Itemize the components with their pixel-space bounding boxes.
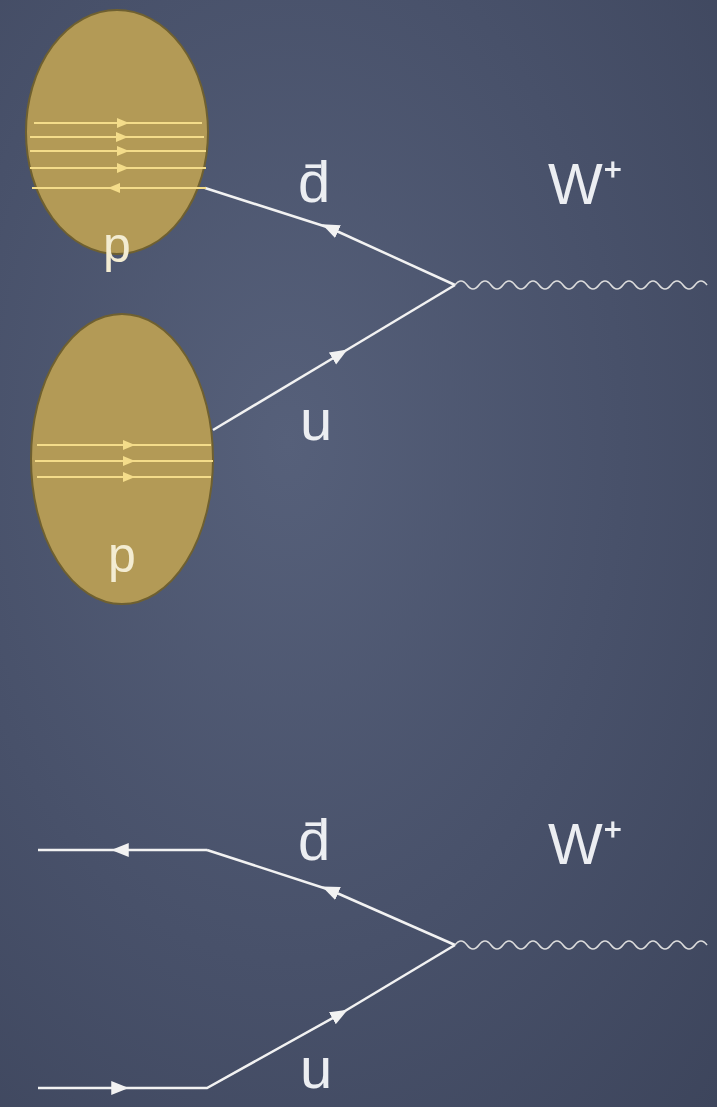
particle-label: u bbox=[300, 388, 332, 452]
proton-shape bbox=[24, 8, 210, 256]
particle-label: d̄ bbox=[298, 150, 330, 214]
proton-oval: p bbox=[29, 312, 215, 606]
w-boson-line bbox=[455, 941, 707, 949]
antiquark-line bbox=[38, 849, 120, 852]
antiquark-line bbox=[330, 890, 455, 945]
quark-line bbox=[340, 285, 455, 354]
boson-label: W⁺ bbox=[548, 812, 623, 876]
proton-label: p bbox=[108, 530, 136, 580]
particle-label: u bbox=[300, 1036, 332, 1100]
proton-oval: p bbox=[24, 8, 210, 256]
antiquark-line bbox=[330, 228, 455, 285]
w-boson-line bbox=[455, 281, 707, 289]
particle-label: d̄ bbox=[298, 808, 330, 872]
boson-label: W⁺ bbox=[548, 152, 623, 216]
proton-label: p bbox=[103, 220, 131, 270]
quark-line bbox=[38, 1087, 120, 1090]
antiquark-line bbox=[120, 849, 207, 852]
quark-line bbox=[340, 945, 455, 1014]
